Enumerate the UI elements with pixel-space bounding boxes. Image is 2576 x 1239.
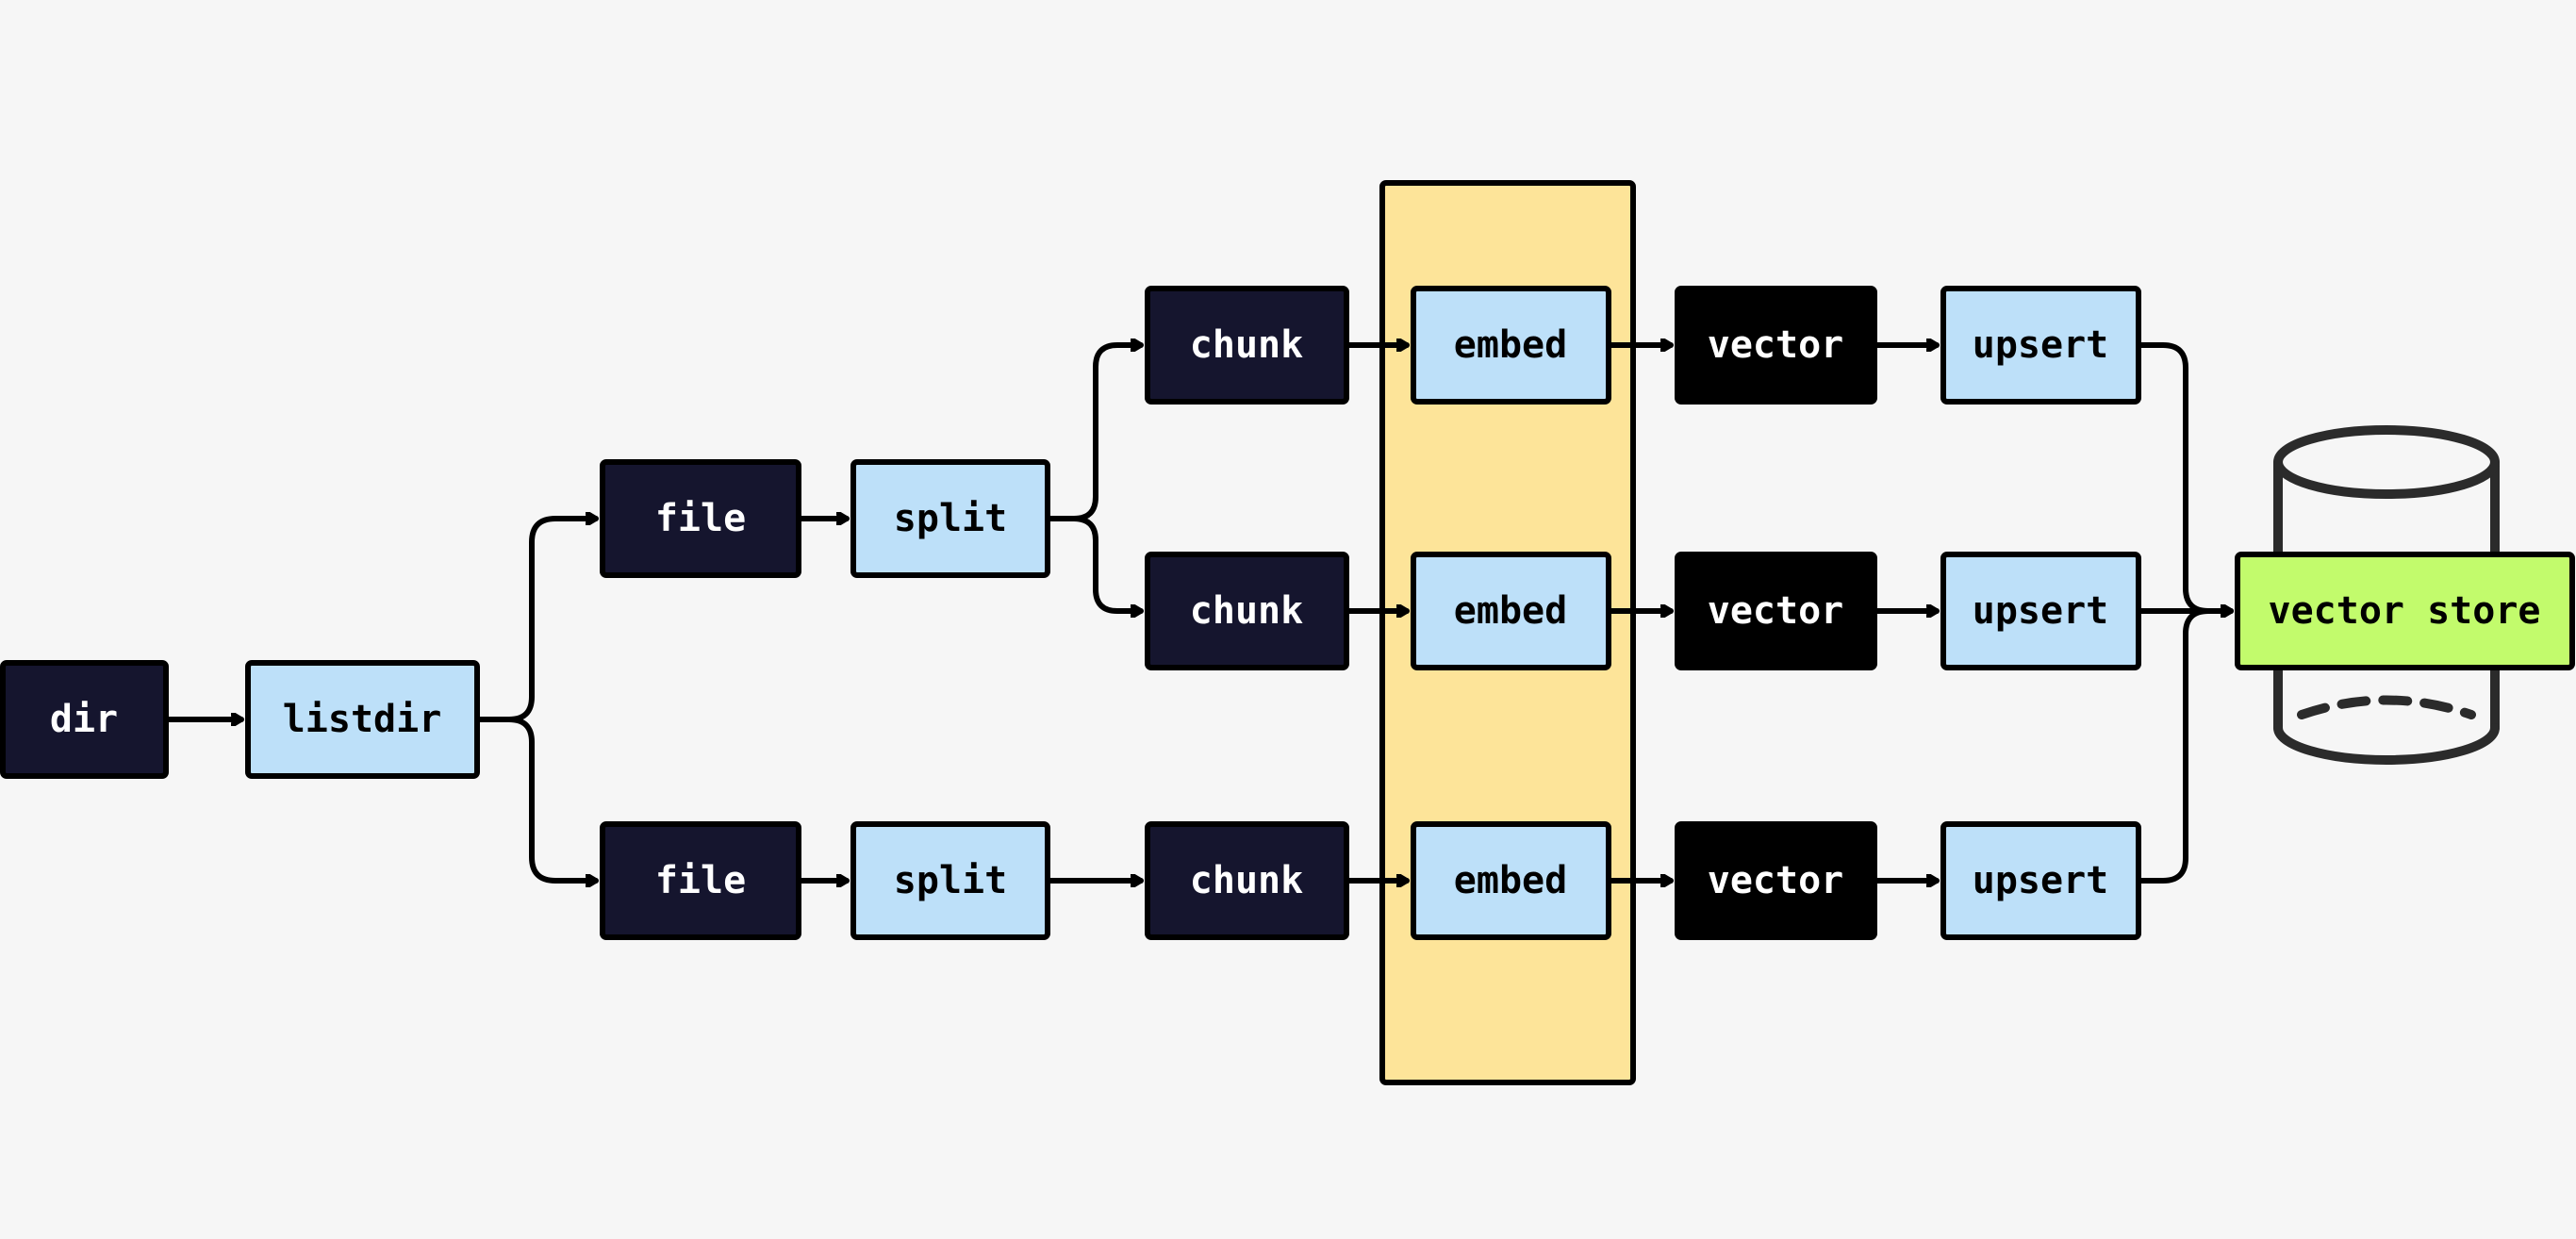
node-embed-3: embed	[1411, 821, 1611, 940]
node-dir-label: dir	[50, 698, 118, 741]
node-embed-2-label: embed	[1454, 589, 1567, 633]
node-upsert-1: upsert	[1940, 286, 2141, 405]
node-split-bottom-label: split	[894, 859, 1007, 902]
node-vector-store: vector store	[2235, 552, 2575, 670]
edge-upsert-store-1	[2136, 342, 2234, 611]
edge-listdir-file-top	[474, 519, 599, 722]
node-chunk-2: chunk	[1145, 552, 1349, 670]
node-chunk-3: chunk	[1145, 821, 1349, 940]
node-vector-3-label: vector	[1708, 859, 1844, 902]
node-upsert-2: upsert	[1940, 552, 2141, 670]
node-upsert-2-label: upsert	[1973, 589, 2109, 633]
node-file-top-label: file	[655, 497, 746, 540]
node-split-top: split	[850, 459, 1050, 578]
node-vector-2-label: vector	[1708, 589, 1844, 633]
node-file-top: file	[600, 459, 801, 578]
node-chunk-1: chunk	[1145, 286, 1349, 405]
node-embed-3-label: embed	[1454, 859, 1567, 902]
node-embed-1-label: embed	[1454, 323, 1567, 367]
node-vector-store-label: vector store	[2269, 589, 2541, 633]
node-file-bottom-label: file	[655, 859, 746, 902]
edge-split-chunk-1	[1045, 345, 1144, 521]
node-embed-2: embed	[1411, 552, 1611, 670]
node-chunk-1-label: chunk	[1190, 323, 1303, 367]
node-vector-1: vector	[1675, 286, 1877, 405]
node-listdir-label: listdir	[283, 698, 442, 741]
node-file-bottom: file	[600, 821, 801, 940]
node-listdir: listdir	[245, 660, 480, 779]
node-chunk-3-label: chunk	[1190, 859, 1303, 902]
edge-listdir-file-bottom	[474, 717, 599, 881]
node-upsert-3-label: upsert	[1973, 859, 2109, 902]
node-vector-1-label: vector	[1708, 323, 1844, 367]
node-upsert-1-label: upsert	[1973, 323, 2109, 367]
node-dir: dir	[0, 660, 169, 779]
node-upsert-3: upsert	[1940, 821, 2141, 940]
edge-upsert-store-3	[2136, 611, 2234, 884]
node-split-bottom: split	[850, 821, 1050, 940]
node-chunk-2-label: chunk	[1190, 589, 1303, 633]
node-vector-2: vector	[1675, 552, 1877, 670]
node-vector-3: vector	[1675, 821, 1877, 940]
node-embed-1: embed	[1411, 286, 1611, 405]
node-split-top-label: split	[894, 497, 1007, 540]
edge-split-chunk-2	[1045, 516, 1144, 611]
